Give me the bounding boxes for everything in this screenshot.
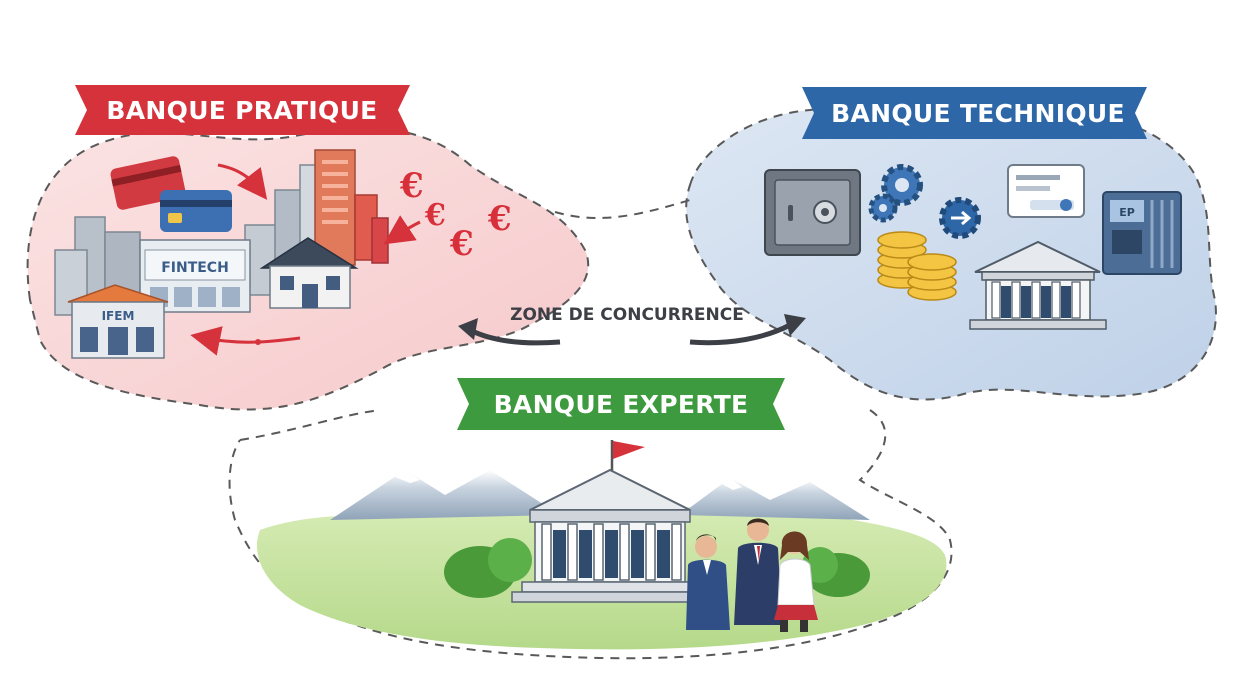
zone-arrow-left xyxy=(468,327,561,346)
gear-icon xyxy=(868,164,981,239)
banner-banque-experte: BANQUE EXPERTE xyxy=(457,378,785,430)
people-icon xyxy=(686,518,818,632)
document-icon xyxy=(1007,164,1085,218)
atm-sign: EP xyxy=(1119,206,1135,219)
experte-outline xyxy=(228,409,953,660)
zone-label: ZONE DE CONCURRENCE xyxy=(510,305,744,325)
svg-text:€: € xyxy=(424,198,446,233)
atm-icon: EP xyxy=(1102,191,1182,275)
flow-arrow-bottom xyxy=(190,326,301,356)
banner-banque-pratique: BANQUE PRATIQUE xyxy=(75,85,410,135)
mountain-icon xyxy=(330,470,870,520)
bush-left xyxy=(444,538,532,598)
flow-arrow-top xyxy=(217,163,268,200)
svg-text:€: € xyxy=(487,199,512,239)
credit-card-icon xyxy=(110,156,232,232)
flag-icon xyxy=(613,441,645,459)
svg-text:€: € xyxy=(449,224,474,264)
fintech-sign: FINTECH xyxy=(161,260,229,276)
euro-icon: € € € € xyxy=(399,166,512,264)
banner-banque-technique: BANQUE TECHNIQUE xyxy=(802,87,1147,139)
coin-stack-icon xyxy=(877,231,957,301)
shop-building: IFEM xyxy=(67,284,169,359)
safe-icon xyxy=(764,169,861,256)
zone-arrow-right xyxy=(689,322,792,346)
flow-arrow-right xyxy=(383,215,421,245)
bank-building-icon xyxy=(511,440,709,603)
banque-pratique-title: BANQUE PRATIQUE xyxy=(106,96,377,125)
connector-dash-top xyxy=(554,199,691,219)
shop-sign: IFEM xyxy=(102,309,135,323)
banque-experte-title: BANQUE EXPERTE xyxy=(494,390,749,419)
house-building xyxy=(259,237,359,309)
banque-technique-title: BANQUE TECHNIQUE xyxy=(831,99,1125,128)
svg-text:€: € xyxy=(399,166,424,206)
technique-bank-icon xyxy=(969,240,1107,330)
